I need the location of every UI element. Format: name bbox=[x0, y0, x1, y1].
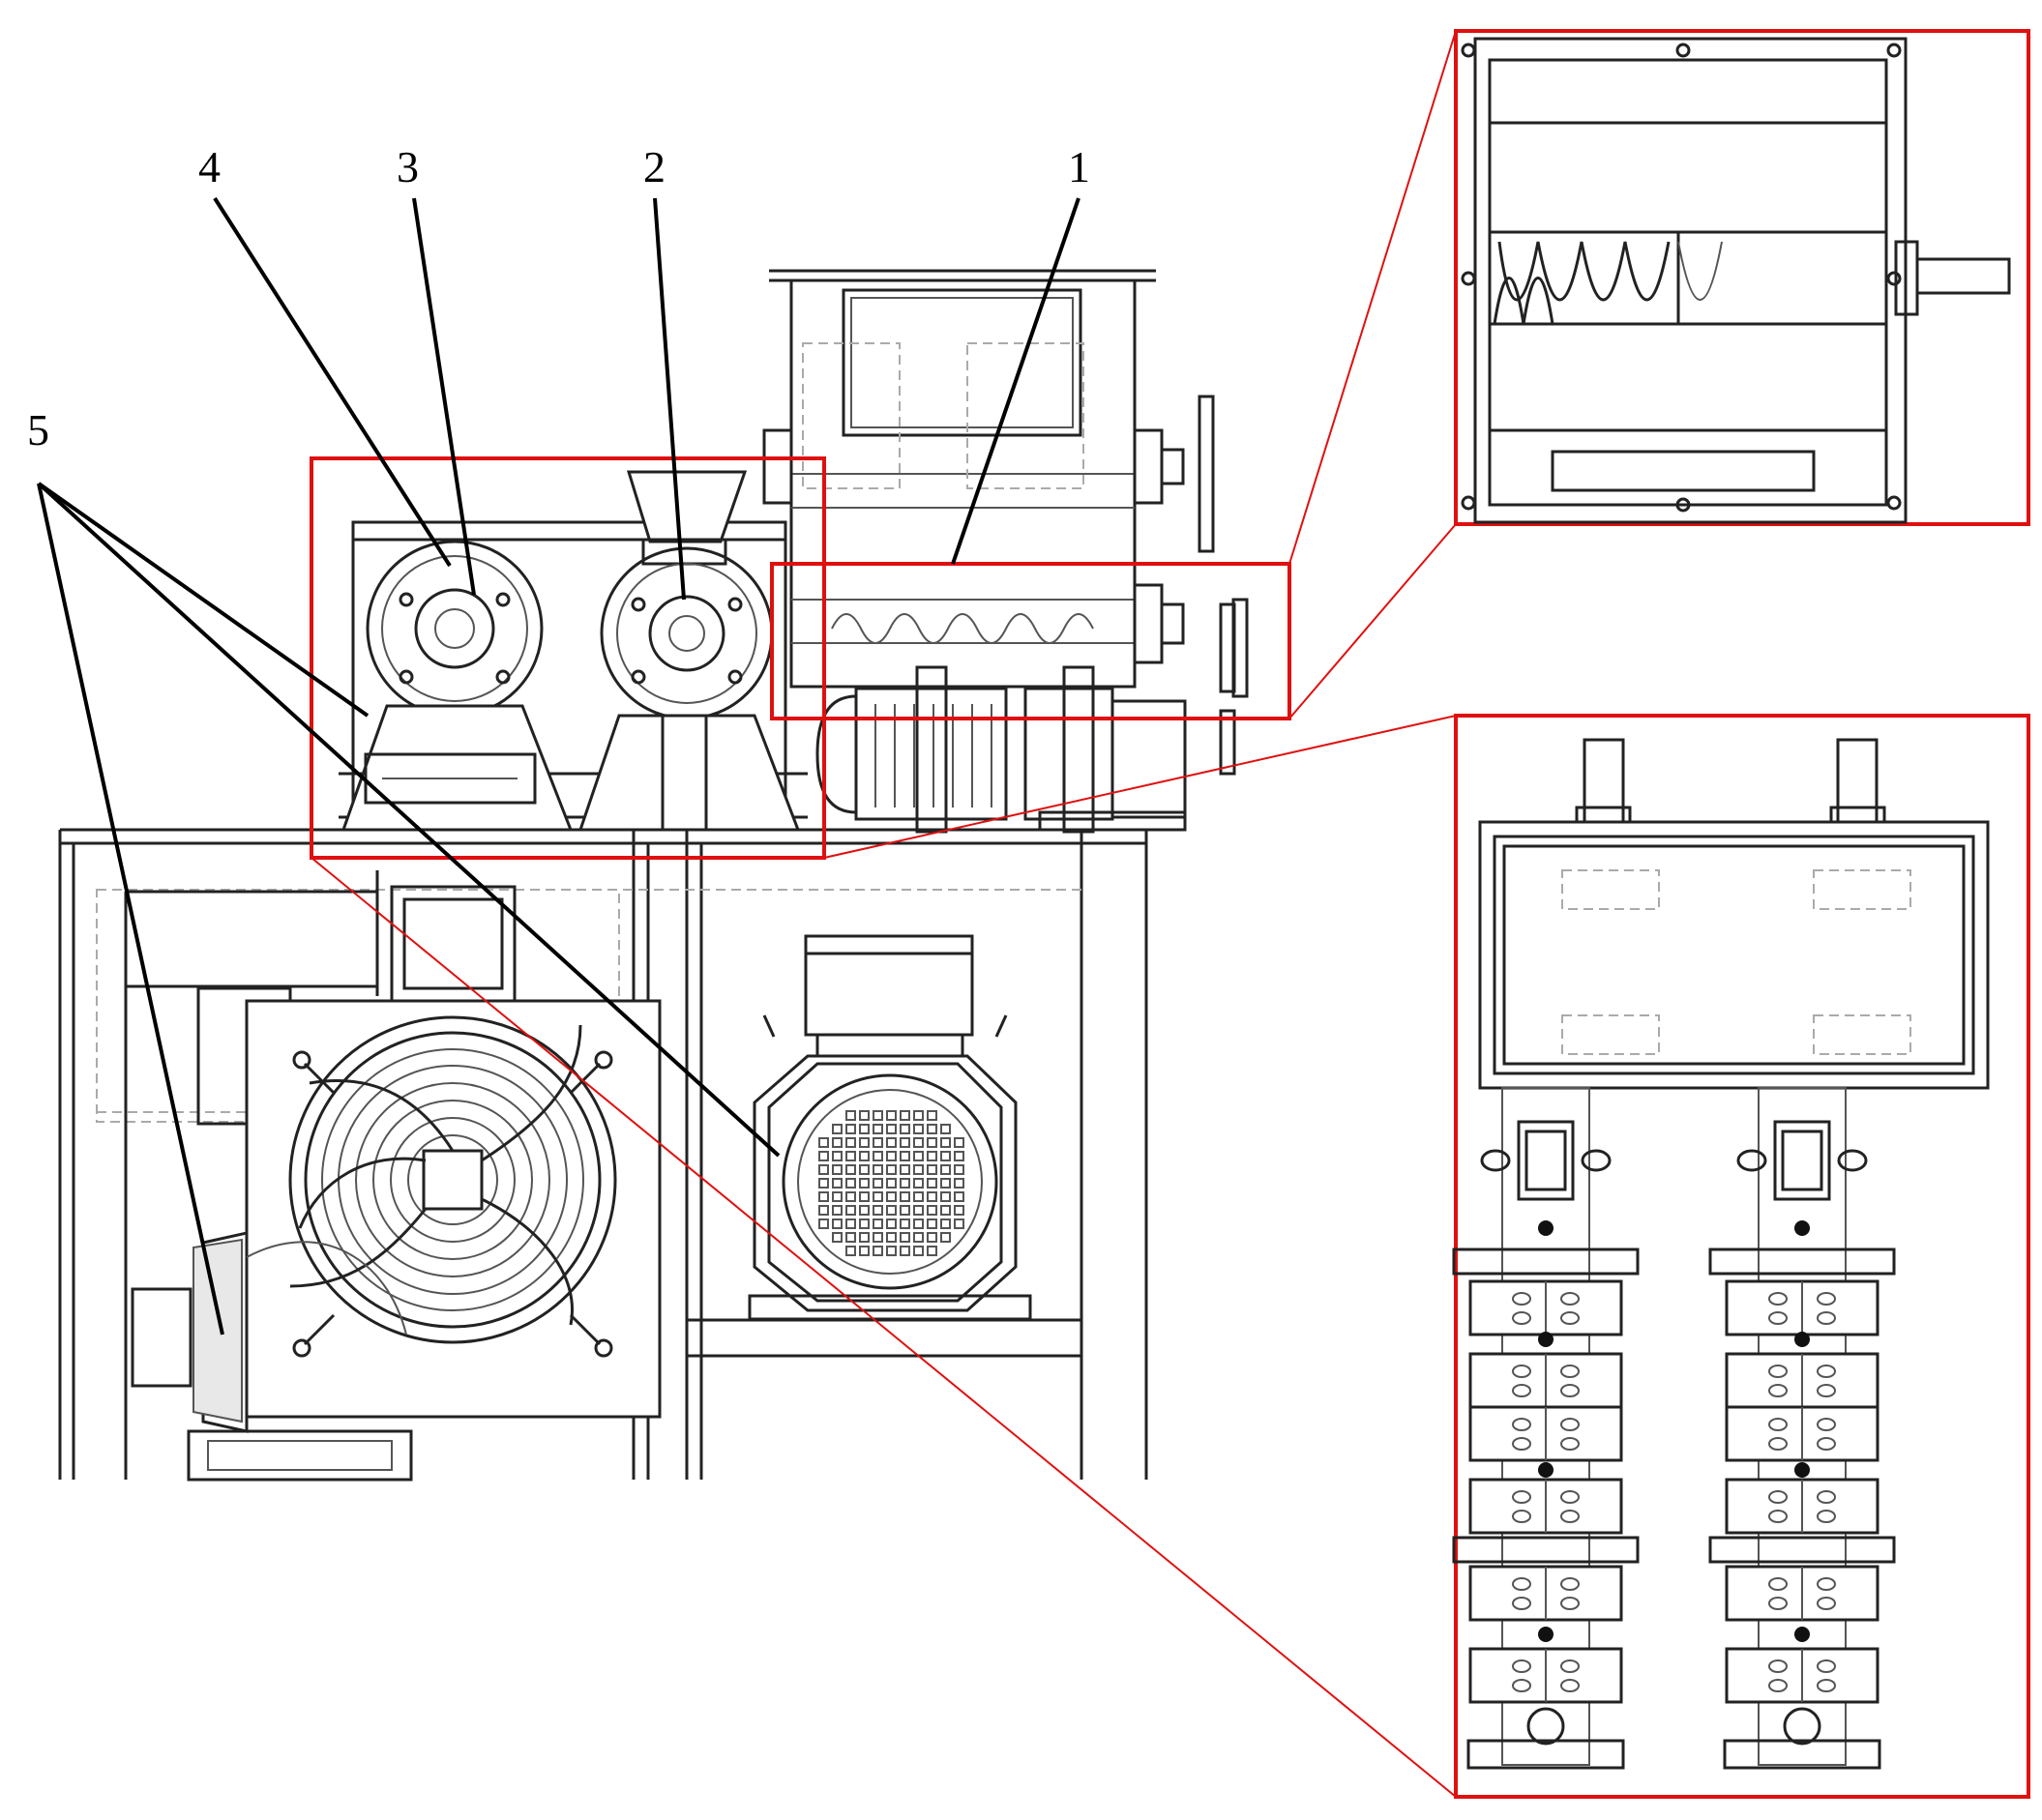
inset-screw-conveyor bbox=[1454, 29, 2030, 526]
hopper-housing bbox=[762, 269, 1249, 776]
electric-motor bbox=[748, 934, 1032, 1321]
fan-unit bbox=[124, 870, 662, 1480]
leader-line-5b bbox=[37, 482, 781, 1158]
fan-guard-icon bbox=[288, 1015, 617, 1344]
zoom-line-bottom-b bbox=[311, 857, 1457, 1798]
inset-screw-columns bbox=[1452, 1087, 1896, 1770]
zoom-line-top-a bbox=[1288, 30, 1457, 565]
leader-line-1 bbox=[951, 197, 1080, 565]
part-label-2: 2 bbox=[643, 142, 666, 191]
grinder-right bbox=[577, 546, 801, 832]
inset-grinder-top-view bbox=[1454, 714, 2030, 1799]
leader-line-5a bbox=[37, 482, 370, 718]
part-label-3: 3 bbox=[397, 142, 419, 191]
zoom-line-bottom-a bbox=[823, 715, 1457, 859]
leader-line-2 bbox=[653, 197, 686, 601]
part-label-1: 1 bbox=[1068, 142, 1090, 191]
highlight-box-grinders bbox=[310, 456, 826, 860]
part-label-5: 5 bbox=[27, 405, 49, 455]
gearbox-lower-left bbox=[131, 1231, 413, 1482]
leader-line-4 bbox=[213, 196, 452, 568]
motor-vent-grid-icon bbox=[818, 1110, 964, 1256]
leader-line-5c bbox=[37, 483, 224, 1336]
highlight-box-screw bbox=[770, 562, 1291, 720]
drive-motor-upper bbox=[815, 665, 1187, 834]
leader-line-3 bbox=[412, 197, 476, 596]
zoom-line-top-b bbox=[1288, 523, 1457, 719]
part-label-4: 4 bbox=[198, 142, 221, 191]
grinder-left bbox=[340, 540, 574, 832]
